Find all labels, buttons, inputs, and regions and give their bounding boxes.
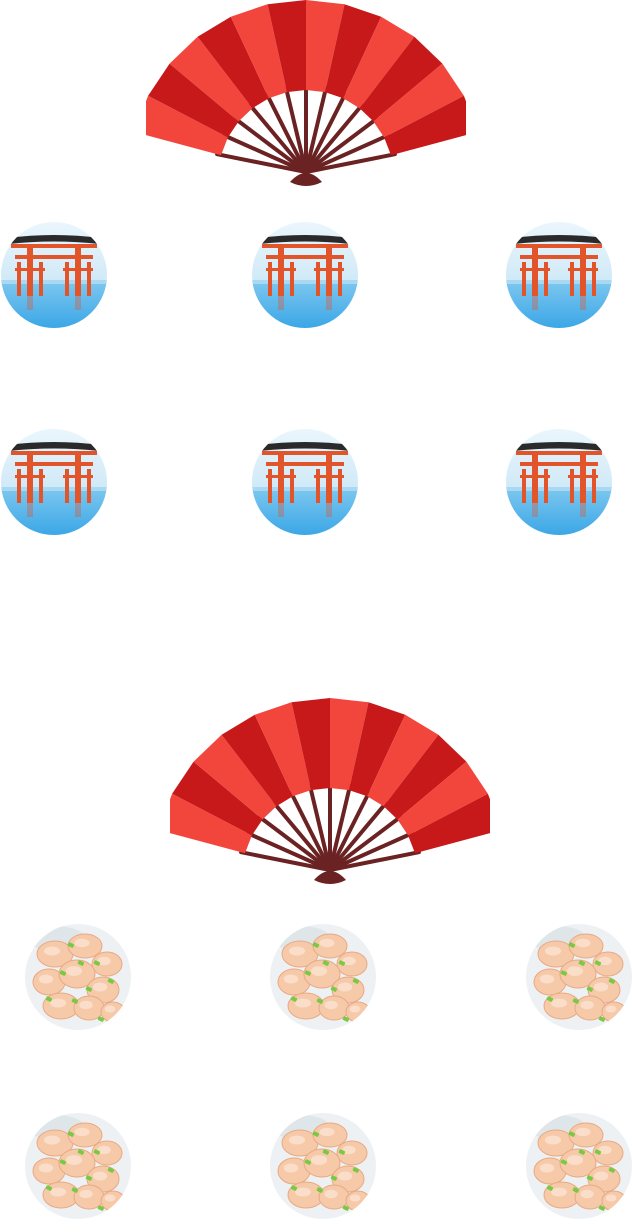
torii-gate-thumbnail[interactable] <box>506 429 612 535</box>
dumpling-thumbnail-grid <box>0 922 633 1220</box>
torii-gate-image <box>1 222 107 328</box>
torii-gate-image <box>506 222 612 328</box>
torii-gate-thumbnail[interactable] <box>252 222 358 328</box>
dumpling-image <box>270 924 376 1030</box>
torii-gate-image <box>252 429 358 535</box>
fan-graphic <box>170 698 490 884</box>
dumpling-image <box>526 924 632 1030</box>
dumpling-thumbnail[interactable] <box>526 1113 632 1219</box>
dumpling-thumbnail[interactable] <box>25 1113 131 1219</box>
torii-gate-thumbnail[interactable] <box>1 429 107 535</box>
dumpling-image <box>270 1113 376 1219</box>
fan-graphic <box>146 0 466 186</box>
torii-thumbnail-grid <box>0 222 633 542</box>
folding-fan-icon <box>170 698 490 888</box>
torii-gate-image <box>252 222 358 328</box>
torii-gate-image <box>506 429 612 535</box>
dumpling-image <box>526 1113 632 1219</box>
torii-gate-image <box>1 429 107 535</box>
folding-fan-icon <box>146 0 466 190</box>
torii-gate-thumbnail[interactable] <box>252 429 358 535</box>
torii-gate-thumbnail[interactable] <box>506 222 612 328</box>
dumpling-thumbnail[interactable] <box>25 924 131 1030</box>
dumpling-thumbnail[interactable] <box>526 924 632 1030</box>
dumpling-image <box>25 1113 131 1219</box>
dumpling-image <box>25 924 131 1030</box>
dumpling-thumbnail[interactable] <box>270 924 376 1030</box>
dumpling-thumbnail[interactable] <box>270 1113 376 1219</box>
torii-gate-thumbnail[interactable] <box>1 222 107 328</box>
